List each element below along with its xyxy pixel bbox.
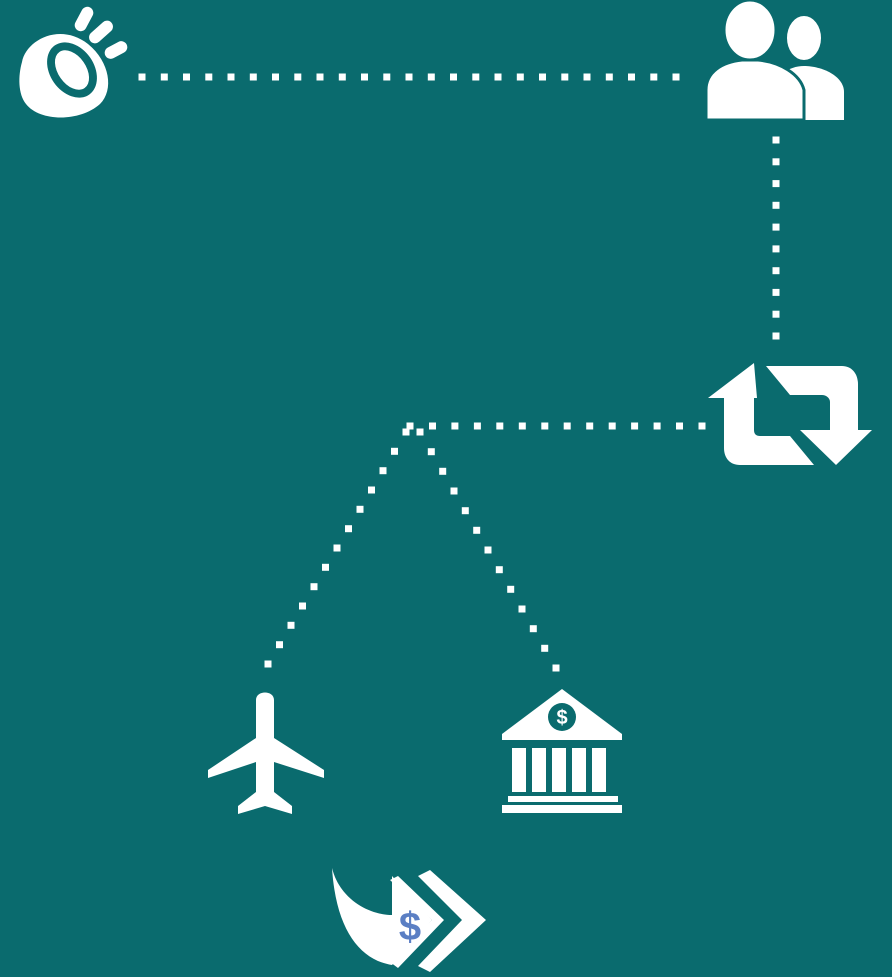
connector-dot <box>586 422 594 430</box>
connector-dot <box>345 525 352 533</box>
connector-dot <box>427 448 435 456</box>
connector-dot <box>272 73 279 81</box>
connector-dot <box>299 602 306 610</box>
connector-dot <box>361 73 368 81</box>
connector-dot <box>529 625 537 633</box>
connector-dot <box>772 158 780 166</box>
connector-dot <box>539 73 546 81</box>
connector-dot <box>322 563 329 571</box>
connector-dot <box>583 73 591 81</box>
connector-dot <box>772 310 780 318</box>
connector-dot <box>316 73 324 81</box>
connector-dot <box>631 422 639 430</box>
money-transfer-icon: $ <box>332 868 486 972</box>
connector-dot <box>183 73 190 81</box>
connector-exchange-branch <box>406 422 706 430</box>
connector-dot <box>772 288 780 296</box>
connector-dot <box>439 467 447 475</box>
connector-dot <box>672 73 680 81</box>
connector-dot <box>368 486 375 494</box>
connector-dot <box>338 73 346 81</box>
connector-dot <box>264 660 272 668</box>
connector-megaphone-people <box>138 73 680 81</box>
connector-dot <box>205 73 213 81</box>
connector-dot <box>484 546 492 554</box>
connector-dot <box>507 585 515 593</box>
connector-dot <box>541 422 549 430</box>
connector-dot <box>563 422 571 430</box>
connector-dot <box>249 73 257 81</box>
svg-text:$: $ <box>399 905 421 949</box>
connector-dot <box>516 73 524 81</box>
connector-lines <box>138 73 780 672</box>
connector-dot <box>391 447 398 455</box>
connector-dot <box>772 201 780 209</box>
connector-dot <box>227 73 235 81</box>
connector-dot <box>294 73 302 81</box>
bank-icon: $ <box>502 689 622 813</box>
connector-dot <box>628 73 635 81</box>
connector-dot <box>605 73 613 81</box>
connector-dot <box>276 641 283 649</box>
connector-dot <box>138 73 146 81</box>
connector-dot <box>356 505 364 513</box>
connector-dot <box>772 267 780 275</box>
connector-dot <box>402 428 410 436</box>
connector-dot <box>383 73 391 81</box>
connector-dot <box>405 73 413 81</box>
connector-dot <box>379 467 387 475</box>
connector-dot <box>518 422 526 430</box>
connector-dot <box>552 664 560 672</box>
megaphone-icon <box>19 6 128 118</box>
svg-text:$: $ <box>556 707 567 729</box>
connector-dot <box>429 422 436 430</box>
connector-dot <box>772 332 780 340</box>
connector-dot <box>653 422 661 430</box>
connector-dot <box>451 422 459 430</box>
connector-dot <box>608 422 616 430</box>
connector-dot <box>427 73 435 81</box>
connector-dot <box>160 73 168 81</box>
connector-dot <box>310 583 318 591</box>
repeat-arrows-icon <box>708 363 872 465</box>
connector-dot <box>698 422 706 430</box>
connector-dot <box>541 644 549 652</box>
connector-dot <box>518 605 526 613</box>
connector-dot <box>561 73 569 81</box>
connector-people-exchange <box>772 136 780 340</box>
connector-dot <box>461 507 469 515</box>
connector-branch-bank <box>416 428 560 672</box>
connector-dot <box>333 544 341 552</box>
connector-dot <box>287 621 295 629</box>
connector-dot <box>496 422 504 430</box>
connector-dot <box>772 136 780 144</box>
connector-branch-airplane <box>264 428 410 668</box>
connector-dot <box>676 422 683 430</box>
connector-dot <box>473 422 481 430</box>
connector-dot <box>772 223 780 231</box>
connector-dot <box>450 487 458 495</box>
connector-dot <box>416 428 424 436</box>
connector-dot <box>473 526 481 534</box>
connector-dot <box>472 73 480 81</box>
connector-dot <box>406 422 414 430</box>
connector-dot <box>495 566 503 574</box>
people-icon <box>704 0 844 122</box>
connector-dot <box>494 73 502 81</box>
connector-dot <box>772 180 780 188</box>
airplane-icon <box>208 692 324 814</box>
connector-dot <box>650 73 658 81</box>
connector-dot <box>450 73 457 81</box>
connector-dot <box>772 245 780 253</box>
